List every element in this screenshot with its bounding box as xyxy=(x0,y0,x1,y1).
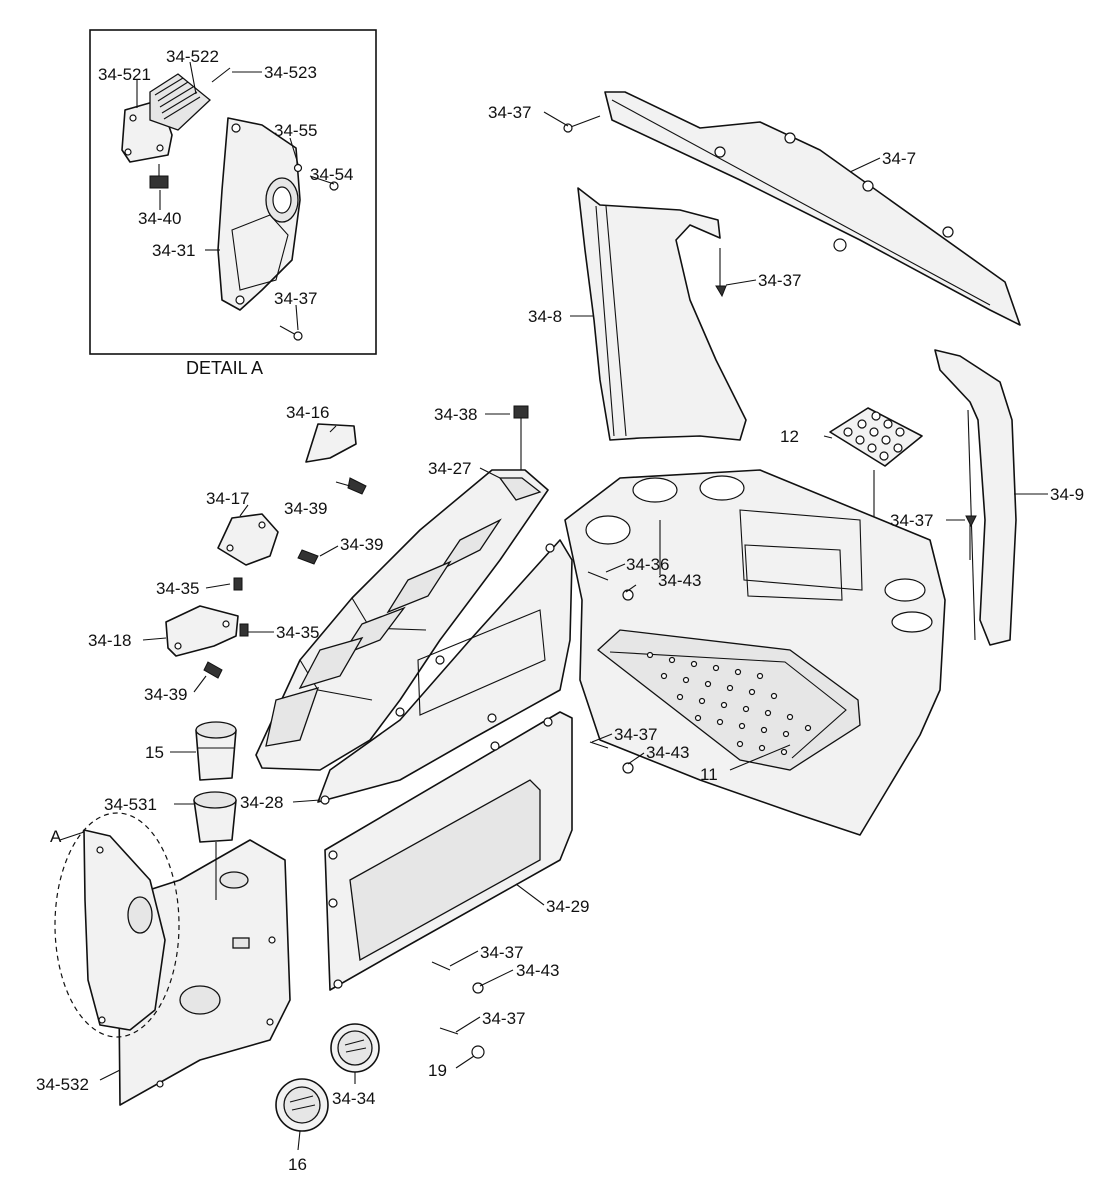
fasteners xyxy=(203,405,634,1059)
part-15-cup-holder xyxy=(195,721,237,781)
label-34-35-b: 34-35 xyxy=(276,623,319,642)
part-34-531-cup-insert xyxy=(193,791,237,900)
label-34-17: 34-17 xyxy=(206,489,249,508)
detail-a-caption: DETAIL A xyxy=(186,358,263,378)
part-16-speaker-grille xyxy=(275,1078,329,1132)
label-detail-marker-a: A xyxy=(50,827,62,846)
label-34-27: 34-27 xyxy=(428,459,471,478)
label-34-43-b: 34-43 xyxy=(646,743,689,762)
detail-a-box xyxy=(89,29,377,355)
label-34-37-mid: 34-37 xyxy=(614,725,657,744)
label-34-31: 34-31 xyxy=(152,241,195,260)
label-34-16: 34-16 xyxy=(286,403,329,422)
part-34-9-right-pillar-trim xyxy=(934,349,1017,646)
label-34-36: 34-36 xyxy=(626,555,669,574)
label-34-28: 34-28 xyxy=(240,793,283,812)
part-34-29-door-panel xyxy=(324,711,573,991)
tray-holes xyxy=(646,651,812,756)
part-34-34-speaker-grille xyxy=(330,1023,380,1073)
label-34-37-detail: 34-37 xyxy=(274,289,317,308)
label-34-29: 34-29 xyxy=(546,897,589,916)
label-34-43-a: 34-43 xyxy=(658,571,701,590)
label-12: 12 xyxy=(780,427,799,446)
label-34-531: 34-531 xyxy=(104,795,157,814)
label-34-37-pillar: 34-37 xyxy=(758,271,801,290)
label-34-35-a: 34-35 xyxy=(156,579,199,598)
part-34-28-side-panel xyxy=(317,539,573,805)
leader-lines xyxy=(59,111,1048,1151)
part-34-7-top-trim-rail xyxy=(563,91,1021,326)
part-labels: 34-522 34-521 34-523 34-55 34-54 34-40 3… xyxy=(36,47,1084,1174)
label-15: 15 xyxy=(145,743,164,762)
label-34-38: 34-38 xyxy=(434,405,477,424)
part-34-27-console-frame xyxy=(255,469,549,771)
label-34-522: 34-522 xyxy=(166,47,219,66)
label-34-37-right: 34-37 xyxy=(890,511,933,530)
part-34-16-bracket xyxy=(305,423,357,463)
label-34-532: 34-532 xyxy=(36,1075,89,1094)
label-34-40: 34-40 xyxy=(138,209,181,228)
detail-a-callout xyxy=(54,812,180,1038)
part-34-18-bracket xyxy=(165,605,239,657)
part-34-17-bracket xyxy=(217,513,279,566)
label-34-18: 34-18 xyxy=(88,631,131,650)
label-34-55: 34-55 xyxy=(274,121,317,140)
part-34-532-lower-left-panel xyxy=(117,839,291,1106)
part-11-rear-tub xyxy=(564,469,946,836)
label-34-54: 34-54 xyxy=(310,165,353,184)
part-34-8-pillar-trim xyxy=(577,187,747,441)
label-34-39-a: 34-39 xyxy=(284,499,327,518)
label-34-43-c: 34-43 xyxy=(516,961,559,980)
label-34-37-bottom: 34-37 xyxy=(482,1009,525,1028)
label-11: 11 xyxy=(700,765,718,784)
label-34-39-c: 34-39 xyxy=(144,685,187,704)
label-34-523: 34-523 xyxy=(264,63,317,82)
label-34-39-b: 34-39 xyxy=(340,535,383,554)
label-34-9: 34-9 xyxy=(1050,485,1084,504)
label-34-521: 34-521 xyxy=(98,65,151,84)
label-34-8: 34-8 xyxy=(528,307,562,326)
label-34-37-top: 34-37 xyxy=(488,103,531,122)
label-16: 16 xyxy=(288,1155,307,1174)
label-34-34: 34-34 xyxy=(332,1089,375,1108)
label-34-37-low: 34-37 xyxy=(480,943,523,962)
label-34-7: 34-7 xyxy=(882,149,916,168)
label-19: 19 xyxy=(428,1061,447,1080)
